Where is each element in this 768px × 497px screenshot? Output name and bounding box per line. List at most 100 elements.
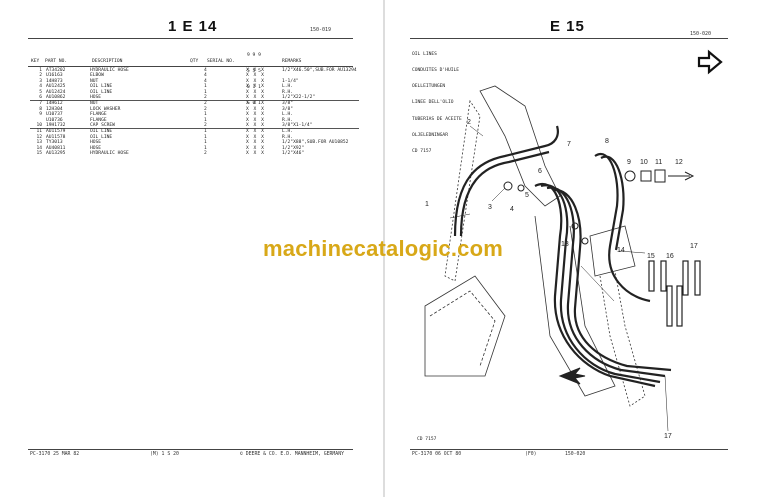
row-part-no: AU12424 xyxy=(46,89,66,95)
row-remarks: R.H. xyxy=(282,117,294,123)
row-description: CAP SCREW xyxy=(90,123,115,128)
row-remarks: 1/2"X88",SUB.FOR AU10852 xyxy=(282,140,349,146)
row-description: HYDRAULIC HOSE xyxy=(90,150,129,156)
row-serial: X X X xyxy=(246,84,265,90)
column-header-serial: SERIAL NO. xyxy=(207,59,235,64)
row-part-no: AT34202 xyxy=(46,68,66,74)
row-remarks: L.H. xyxy=(282,112,294,118)
flange-hardware xyxy=(503,169,695,245)
row-part-no: AU40811 xyxy=(46,145,66,151)
footer-page-right: 150-020 xyxy=(565,452,586,457)
row-serial: X X X xyxy=(246,78,265,84)
row-part-no: U10736 xyxy=(46,117,63,123)
row-key: 13 xyxy=(36,140,42,146)
row-qty: 2 xyxy=(204,123,207,128)
row-qty: 1 xyxy=(204,89,207,95)
row-key: 4 xyxy=(39,84,42,90)
serial-header: 9 9 9 5 5 5 0 1 1 S 0 I xyxy=(247,52,261,107)
column-header-key: KEY xyxy=(31,59,40,64)
header-rule-right xyxy=(410,38,728,39)
backhoe-frame-drawing xyxy=(424,85,646,407)
page-title-right: E 15 xyxy=(550,18,585,35)
row-part-no: 14H612 xyxy=(46,101,63,107)
row-qty: 1 xyxy=(204,84,207,90)
row-description: NUT xyxy=(90,78,99,84)
row-key: 3 xyxy=(39,78,42,84)
row-part-no: AU10862 xyxy=(46,95,66,101)
row-qty: 2 xyxy=(204,101,207,107)
row-remarks: R.H. xyxy=(282,134,294,140)
row-description: OIL LINE xyxy=(90,84,113,90)
row-remarks: L.H. xyxy=(282,84,294,90)
next-page-arrow-icon xyxy=(697,49,723,75)
row-qty: 1 xyxy=(204,145,207,151)
footer-section: (M) 1 S 20 xyxy=(150,452,179,457)
page-gutter xyxy=(383,0,385,497)
row-serial: X X X xyxy=(246,145,265,151)
callout-7: 7 xyxy=(567,141,571,148)
row-key: 11 xyxy=(36,129,42,135)
row-remarks: R.H. xyxy=(282,89,294,95)
row-qty: 4 xyxy=(204,73,207,79)
row-qty: 2 xyxy=(204,95,207,101)
row-key: 1 xyxy=(39,68,42,74)
row-serial: X X X xyxy=(246,89,265,95)
parts-list-page: 1 E 14 150-019 9 9 9 5 5 5 0 1 1 S 0 I K… xyxy=(0,0,383,497)
callout-9: 9 xyxy=(627,159,631,166)
hydraulic-hose-bundle xyxy=(453,125,672,388)
row-remarks: L.H. xyxy=(282,129,294,135)
row-part-no: AU13295 xyxy=(46,150,66,156)
row-key: 6 xyxy=(39,95,42,101)
row-description: HOSE xyxy=(90,145,102,151)
row-serial: X X X xyxy=(246,101,265,107)
row-description: OIL LINE xyxy=(90,134,113,140)
row-serial: X X X xyxy=(246,123,265,128)
hose-fittings xyxy=(648,260,701,327)
row-serial: X X X xyxy=(246,134,265,140)
row-qty: 4 xyxy=(204,68,207,74)
callout-3: 3 xyxy=(488,204,492,211)
callout-13: 13 xyxy=(561,241,569,248)
footer-rule xyxy=(28,449,353,450)
row-remarks: 1/2"X46" xyxy=(282,150,305,156)
row-part-no: TY3013 xyxy=(46,140,63,146)
row-description: ELBOW xyxy=(90,73,104,79)
row-part-no: AU11578 xyxy=(46,134,66,140)
watermark: machinecatalogic.com xyxy=(263,236,503,261)
column-rule xyxy=(28,66,353,67)
row-serial: X X X xyxy=(246,95,265,101)
column-header-description: DESCRIPTION xyxy=(92,59,123,64)
row-remarks: 3/8"X1-1/4" xyxy=(282,123,313,128)
footer-copyright: © DEERE & CO. E.D. MANNHEIM, GERMANY xyxy=(240,452,344,457)
footer-doc: PC-3170 25 MAR 82 xyxy=(30,452,80,457)
row-remarks: 1/2"X46.50",SUB.FOR AU13294 xyxy=(282,68,357,74)
row-qty: 1 xyxy=(204,117,207,123)
row-remarks: 1/2"X92" xyxy=(282,145,305,151)
page-code: 150-019 xyxy=(310,27,332,33)
row-part-no: U10737 xyxy=(46,112,63,118)
row-part-no: AU11579 xyxy=(46,129,66,135)
row-key: 12 xyxy=(36,134,42,140)
page-title: 1 E 14 xyxy=(168,18,218,35)
row-description: HOSE xyxy=(90,140,102,146)
header-rule xyxy=(28,38,353,39)
row-remarks: 3/8" xyxy=(282,106,294,112)
row-key: 2 xyxy=(39,73,42,79)
callout-15: 15 xyxy=(647,253,655,260)
row-description: LOCK WASHER xyxy=(90,106,121,112)
row-key: 8 xyxy=(39,106,42,112)
row-key: 15 xyxy=(36,150,42,156)
callout-8: 8 xyxy=(605,138,609,145)
